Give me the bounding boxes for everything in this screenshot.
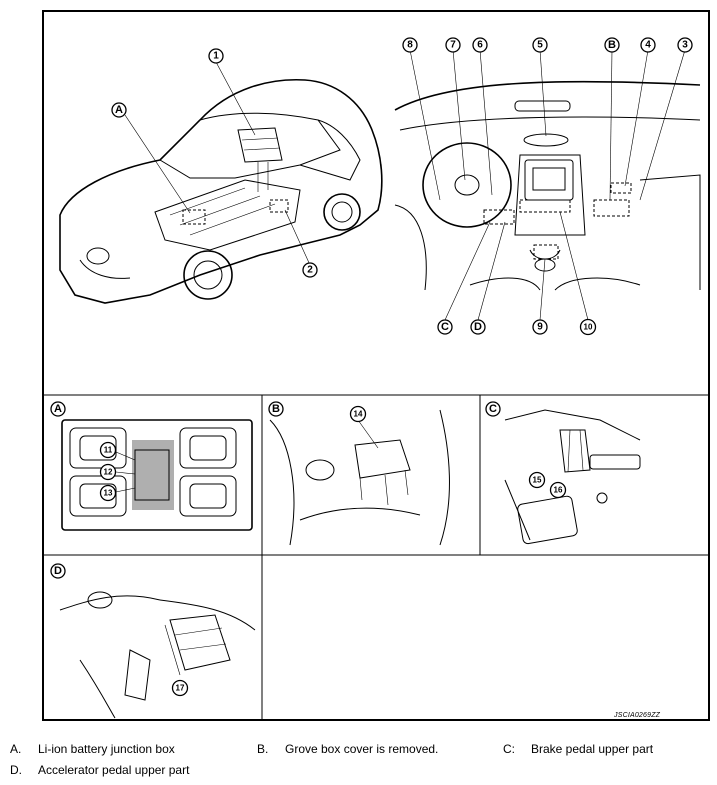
legend-key: B. xyxy=(257,742,269,756)
legend-text: Accelerator pedal upper part xyxy=(38,763,190,777)
svg-text:1: 1 xyxy=(213,51,219,62)
callout-3: 3 xyxy=(677,37,693,53)
letter-c-cabin: C xyxy=(437,319,453,335)
svg-text:2: 2 xyxy=(307,265,313,276)
legend-key: A. xyxy=(10,742,22,756)
callout-11: 11 xyxy=(99,441,117,459)
svg-text:9: 9 xyxy=(537,322,543,333)
callout-5: 5 xyxy=(532,37,548,53)
svg-text:10: 10 xyxy=(584,323,593,332)
callout-15: 15 xyxy=(528,471,546,489)
svg-text:D: D xyxy=(474,321,482,333)
svg-text:D: D xyxy=(54,565,62,577)
svg-text:14: 14 xyxy=(354,410,363,419)
callout-6: 6 xyxy=(472,37,488,53)
callout-17: 17 xyxy=(171,679,189,697)
svg-text:12: 12 xyxy=(104,468,113,477)
vehicle-overview-drawing xyxy=(59,61,383,304)
callout-4: 4 xyxy=(640,37,656,53)
letter-d-cabin: D xyxy=(470,319,486,335)
panel-a-junction-box xyxy=(61,419,253,531)
svg-text:8: 8 xyxy=(407,40,413,51)
svg-text:B: B xyxy=(608,39,616,51)
panel-dividers xyxy=(44,394,708,719)
legend-text: Grove box cover is removed. xyxy=(285,742,439,756)
callout-9: 9 xyxy=(532,319,548,335)
callout-1: 1 xyxy=(208,48,224,64)
letter-c-panel: C xyxy=(485,401,501,417)
svg-text:A: A xyxy=(115,104,123,116)
svg-text:11: 11 xyxy=(104,446,113,455)
svg-text:C: C xyxy=(489,403,497,415)
callout-2: 2 xyxy=(302,262,318,278)
legend-key: C: xyxy=(503,742,515,756)
svg-text:A: A xyxy=(54,403,62,415)
callout-14: 14 xyxy=(349,405,367,423)
svg-text:17: 17 xyxy=(176,684,185,693)
svg-text:16: 16 xyxy=(554,486,563,495)
callout-16: 16 xyxy=(549,481,567,499)
svg-text:15: 15 xyxy=(533,476,542,485)
legend-text: Li-ion battery junction box xyxy=(38,742,175,756)
callout-8: 8 xyxy=(402,37,418,53)
legend: A. Li-ion battery junction box B. Grove … xyxy=(0,738,717,782)
panel-c-brake-pedal xyxy=(504,409,641,545)
letter-a-vehicle: A xyxy=(111,102,127,118)
figure-frame: 1 2 3 4 5 6 7 8 9 10 11 12 13 14 15 16 1… xyxy=(42,10,710,721)
svg-text:5: 5 xyxy=(537,40,543,51)
callout-13: 13 xyxy=(99,484,117,502)
svg-text:4: 4 xyxy=(645,40,651,51)
svg-text:6: 6 xyxy=(477,40,483,51)
svg-text:13: 13 xyxy=(104,489,113,498)
legend-key: D. xyxy=(10,763,22,777)
callout-10: 10 xyxy=(579,318,597,336)
cabin-overview-drawing xyxy=(394,49,701,321)
letter-a-panel: A xyxy=(50,401,66,417)
legend-text: Brake pedal upper part xyxy=(531,742,654,756)
svg-text:C: C xyxy=(441,321,449,333)
letter-b-cabin: B xyxy=(604,37,620,53)
panel-b-glovebox-area xyxy=(269,409,450,546)
svg-text:B: B xyxy=(272,403,280,415)
svg-text:3: 3 xyxy=(682,40,688,51)
callout-12: 12 xyxy=(99,463,117,481)
letter-b-panel: B xyxy=(268,401,284,417)
callout-7: 7 xyxy=(445,37,461,53)
component-location-diagram: 1 2 3 4 5 6 7 8 9 10 11 12 13 14 15 16 1… xyxy=(44,37,708,719)
panel-d-accelerator-pedal xyxy=(59,591,256,719)
svg-text:7: 7 xyxy=(450,40,456,51)
figure-code: JSCIA0269ZZ xyxy=(614,712,661,719)
letter-d-panel: D xyxy=(50,563,66,579)
